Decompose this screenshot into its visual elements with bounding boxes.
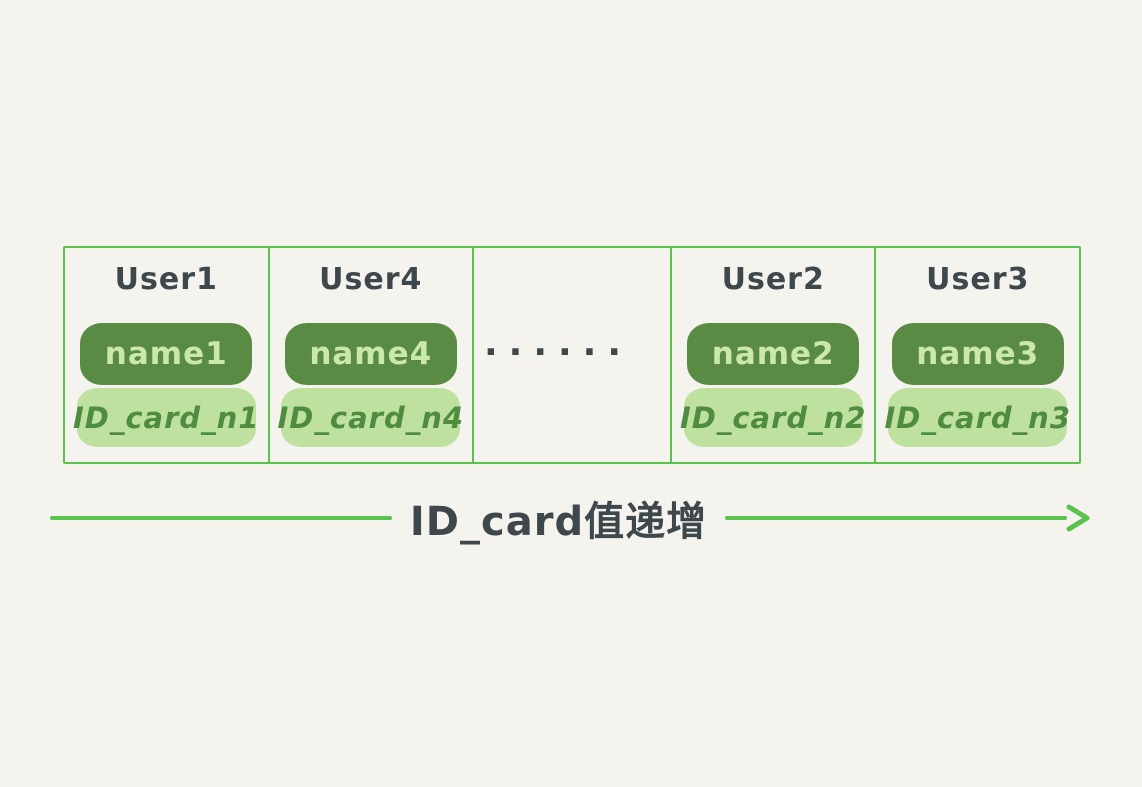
ellipsis-cell: ...... [474, 248, 672, 462]
arrow-line-right [725, 516, 1067, 520]
hash-bucket-row: User1 name1 ID_card_n1 User4 name4 ID_ca… [63, 246, 1081, 464]
user-title: User4 [319, 262, 423, 297]
arrow-label: ID_card值递增 [409, 499, 708, 545]
id-card-pill: ID_card_n4 [278, 388, 463, 447]
user-cell-1: User1 name1 ID_card_n1 [65, 248, 270, 462]
name-pill: name4 [284, 323, 457, 385]
arrow-head-icon [1064, 501, 1092, 535]
user-cell-3: User3 name3 ID_card_n3 [876, 248, 1079, 462]
id-card-pill: ID_card_n2 [680, 388, 865, 447]
user-title: User3 [926, 262, 1030, 297]
name-pill: name1 [80, 323, 253, 385]
increasing-order-arrow: ID_card值递增 [50, 490, 1092, 546]
user-title: User1 [114, 262, 218, 297]
name-pill: name2 [687, 323, 860, 385]
name-pill: name3 [891, 323, 1064, 385]
id-card-pill: ID_card_n3 [884, 388, 1070, 447]
id-card-pill: ID_card_n1 [73, 388, 259, 447]
user-cell-4: User4 name4 ID_card_n4 [270, 248, 475, 462]
arrow-line-left [50, 516, 392, 520]
user-cell-2: User2 name2 ID_card_n2 [672, 248, 877, 462]
user-title: User2 [721, 262, 825, 297]
